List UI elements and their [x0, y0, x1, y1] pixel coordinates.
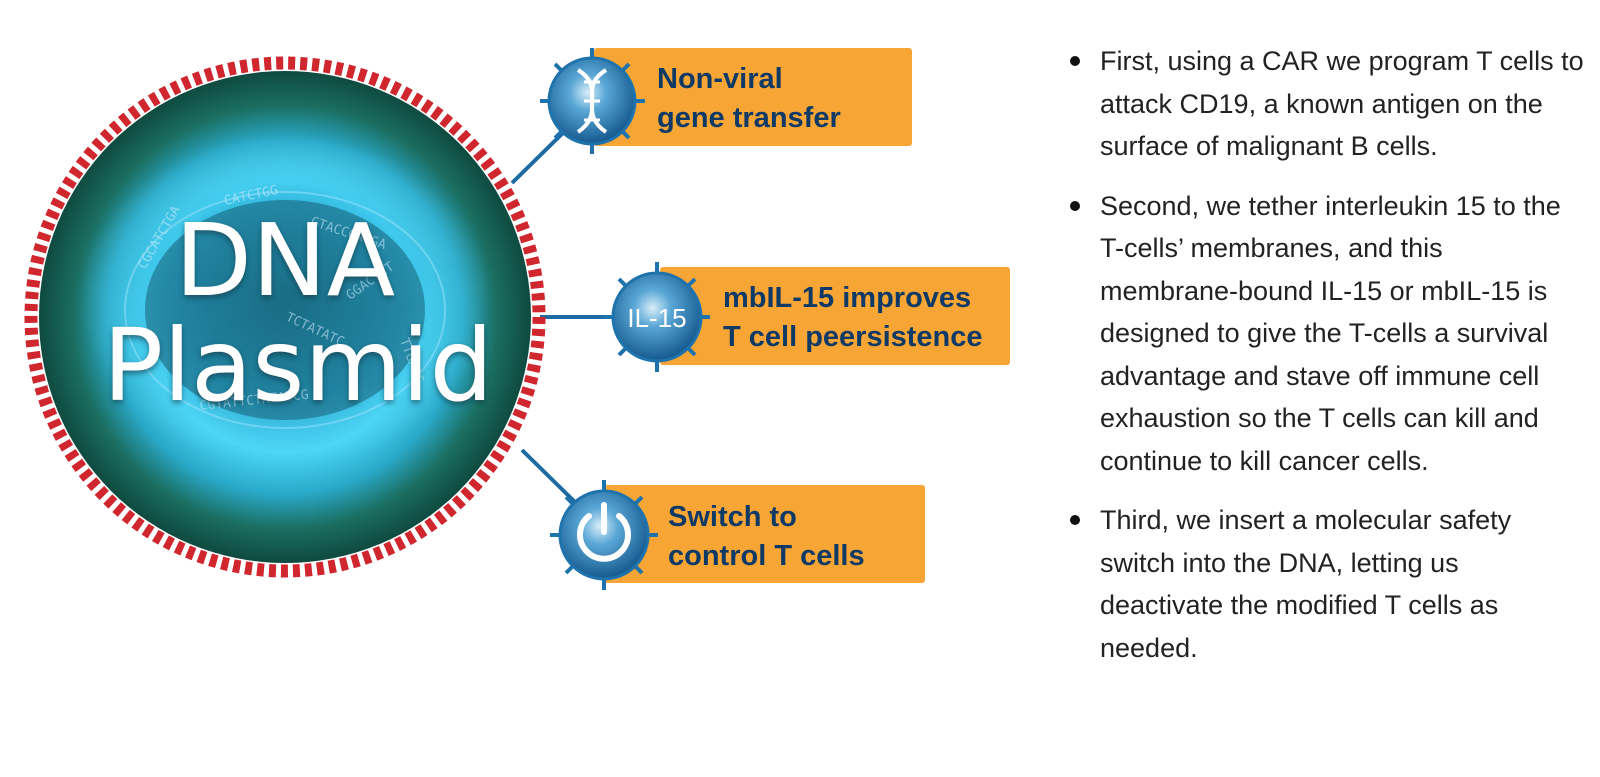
feature-label-line2: control T cells	[668, 540, 865, 572]
feature-label-box	[603, 485, 925, 583]
il15-icon: IL-15	[604, 262, 710, 372]
bullet-dot-icon	[1070, 515, 1080, 525]
bullet-text: Third, we insert a molecular safety swit…	[1100, 505, 1512, 663]
feature-label-line1: mbIL-15 improves	[723, 282, 971, 314]
feature-switch: Switch to control T cells	[550, 480, 925, 590]
connector-gene-transfer	[510, 126, 570, 185]
bullet-dot-icon	[1070, 200, 1080, 211]
dna-ring	[124, 191, 446, 429]
il15-icon-text: IL-15	[627, 303, 686, 333]
dna-plasmid-diagram: CATCTGG GTACCGATGA CGCATCTGA TCTATATC GG…	[24, 48, 1010, 590]
feature-label-line1: Switch to	[668, 501, 797, 533]
feature-gene-transfer: Non-viral gene transfer	[540, 48, 912, 154]
cell-red-border	[24, 56, 546, 578]
plasmid-title-line2: Plasmid	[103, 307, 493, 424]
bullet-item: Second, we tether interleukin 15 to the …	[1058, 185, 1588, 483]
bullet-item: First, using a CAR we program T cells to…	[1058, 40, 1588, 168]
feature-il15: IL-15 mbIL-15 improves T cell peersisten…	[604, 262, 1010, 372]
feature-label-line1: Non-viral	[657, 63, 783, 95]
bullet-text: First, using a CAR we program T cells to…	[1100, 46, 1584, 161]
power-icon	[550, 480, 658, 590]
feature-label-line2: gene transfer	[657, 102, 841, 134]
dna-helix-icon	[540, 48, 645, 154]
connector-switch	[520, 448, 580, 507]
bullet-list: First, using a CAR we program T cells to…	[1058, 40, 1588, 686]
bullet-text: Second, we tether interleukin 15 to the …	[1100, 190, 1561, 476]
feature-label-line2: T cell peersistence	[723, 321, 983, 353]
cell-nucleus	[145, 200, 425, 420]
bullet-item: Third, we insert a molecular safety swit…	[1058, 499, 1588, 669]
plasmid-title-line1: DNA	[175, 202, 395, 319]
feature-label-box	[594, 48, 912, 146]
plasmid-cell: CATCTGG GTACCGATGA CGCATCTGA TCTATATC GG…	[24, 56, 546, 578]
feature-label-box	[660, 267, 1010, 365]
bullet-dot-icon	[1070, 56, 1080, 66]
